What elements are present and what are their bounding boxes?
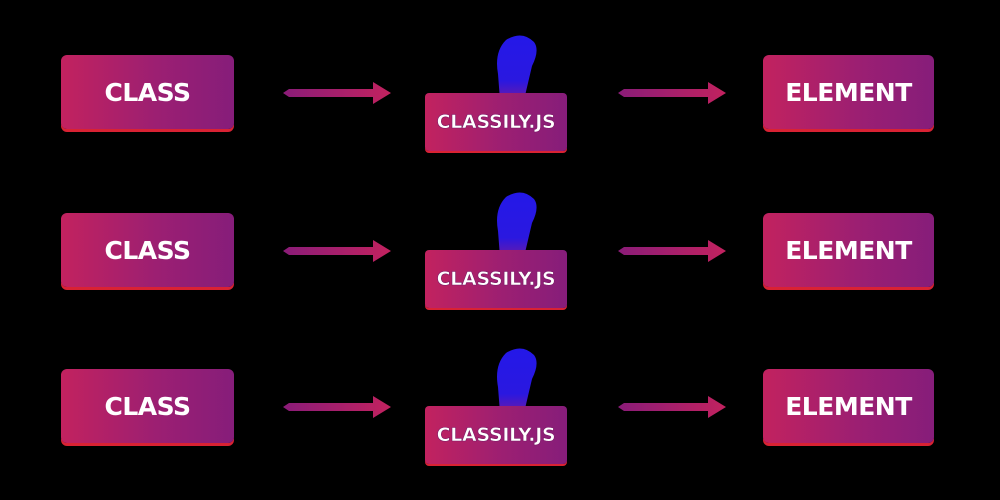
- classily-box-2: CLASSILY.JS: [425, 250, 567, 308]
- stamp-handle-icon: [497, 192, 537, 257]
- arrow-right-icon: [283, 82, 391, 104]
- classily-label: CLASSILY.JS: [436, 424, 556, 447]
- class-label: CLASS: [104, 391, 191, 421]
- class-box-2: CLASS: [61, 213, 234, 287]
- element-box-1: ELEMENT: [763, 55, 934, 129]
- element-label: ELEMENT: [785, 77, 912, 107]
- classily-box-1: CLASSILY.JS: [425, 93, 567, 151]
- class-label: CLASS: [104, 235, 191, 265]
- arrow-right-icon: [283, 396, 391, 418]
- arrow-right-icon: [283, 240, 391, 262]
- element-label: ELEMENT: [785, 235, 912, 265]
- element-box-2: ELEMENT: [763, 213, 934, 287]
- classily-box-3: CLASSILY.JS: [425, 406, 567, 464]
- classily-label: CLASSILY.JS: [436, 268, 556, 291]
- element-box-3: ELEMENT: [763, 369, 934, 443]
- stamp-handle-icon: [497, 348, 537, 413]
- class-box-3: CLASS: [61, 369, 234, 443]
- arrow-right-icon: [618, 240, 726, 262]
- arrow-right-icon: [618, 82, 726, 104]
- class-box-1: CLASS: [61, 55, 234, 129]
- element-label: ELEMENT: [785, 391, 912, 421]
- stamp-handle-icon: [497, 35, 537, 100]
- arrow-right-icon: [618, 396, 726, 418]
- classily-label: CLASSILY.JS: [436, 111, 556, 134]
- class-label: CLASS: [104, 77, 191, 107]
